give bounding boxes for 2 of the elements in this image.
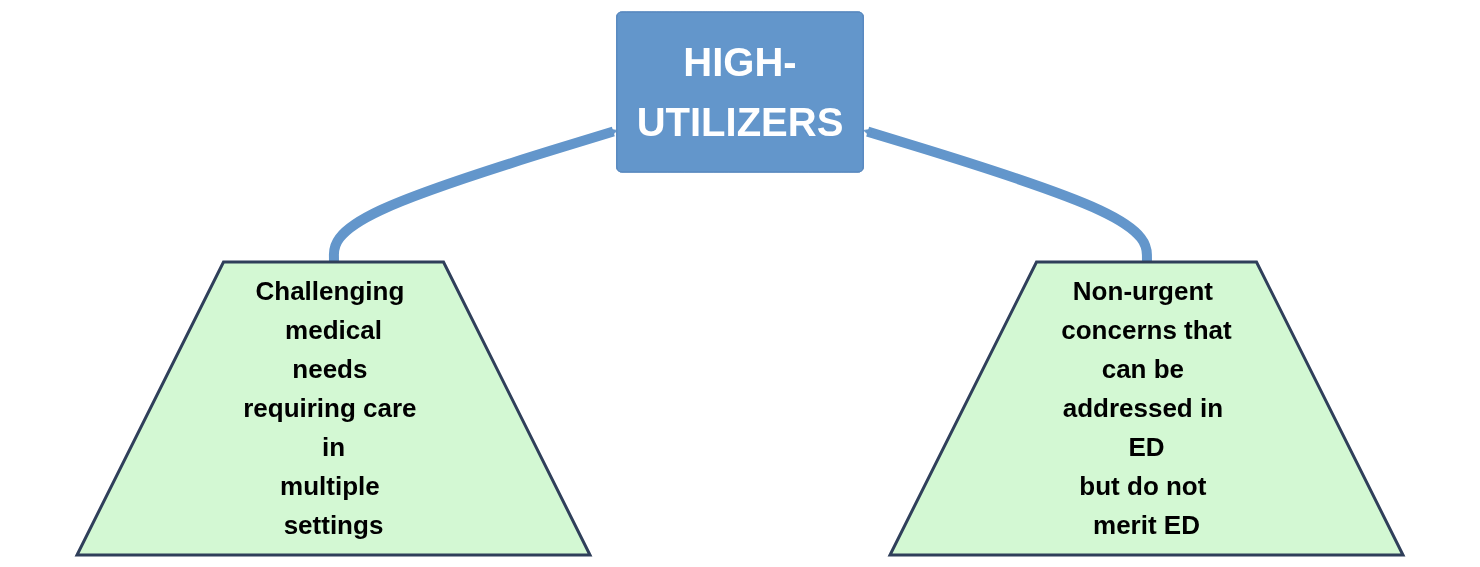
arrow	[863, 126, 1152, 263]
arrow	[328, 126, 618, 263]
